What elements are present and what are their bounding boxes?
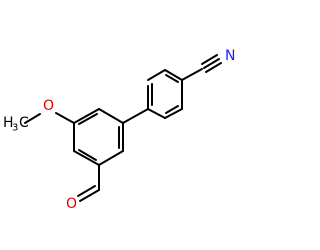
methoxy-oxygen-label: O [43, 98, 54, 114]
methoxy-carbon-c-label: C [19, 115, 29, 131]
nitrile-triple-1 [203, 58, 220, 69]
nitrile-triple-3 [205, 62, 222, 73]
nitrile-bond [181, 68, 203, 81]
methoxy-bond-1 [55, 112, 75, 124]
aldehyde-carbonyl-1 [79, 189, 100, 202]
ring1-bond-3 [73, 150, 100, 166]
methoxy-bond-2 [24, 113, 41, 124]
atom-labels: N O H 3 C O [3, 48, 235, 212]
ring1-double-3 [78, 113, 98, 125]
aldehyde-oxygen-label: O [66, 196, 77, 212]
ring2-bond-5 [164, 69, 183, 81]
ring2-double-3 [165, 74, 179, 83]
ring2-double-2 [165, 105, 179, 114]
bonds [24, 54, 222, 202]
nitrile-triple-2 [201, 54, 218, 65]
ring1-bond-2 [98, 150, 124, 166]
ring1-bond-6 [98, 108, 124, 124]
ring2-bond-3 [164, 108, 183, 119]
nitrile-nitrogen-label: N [225, 48, 235, 64]
aldehyde-carbonyl-2 [77, 185, 96, 197]
methoxy-carbon-h-label: H [3, 115, 14, 131]
methoxy-carbon-subscript: 3 [12, 123, 18, 134]
ring1-double-2 [78, 149, 97, 161]
biaryl-bond [122, 108, 149, 124]
molecule-structure: N O H 3 C O [3, 48, 235, 212]
ring1-bond-5 [73, 108, 100, 124]
ring2-bond-2 [147, 108, 166, 119]
ring2-bond-6 [147, 69, 166, 81]
